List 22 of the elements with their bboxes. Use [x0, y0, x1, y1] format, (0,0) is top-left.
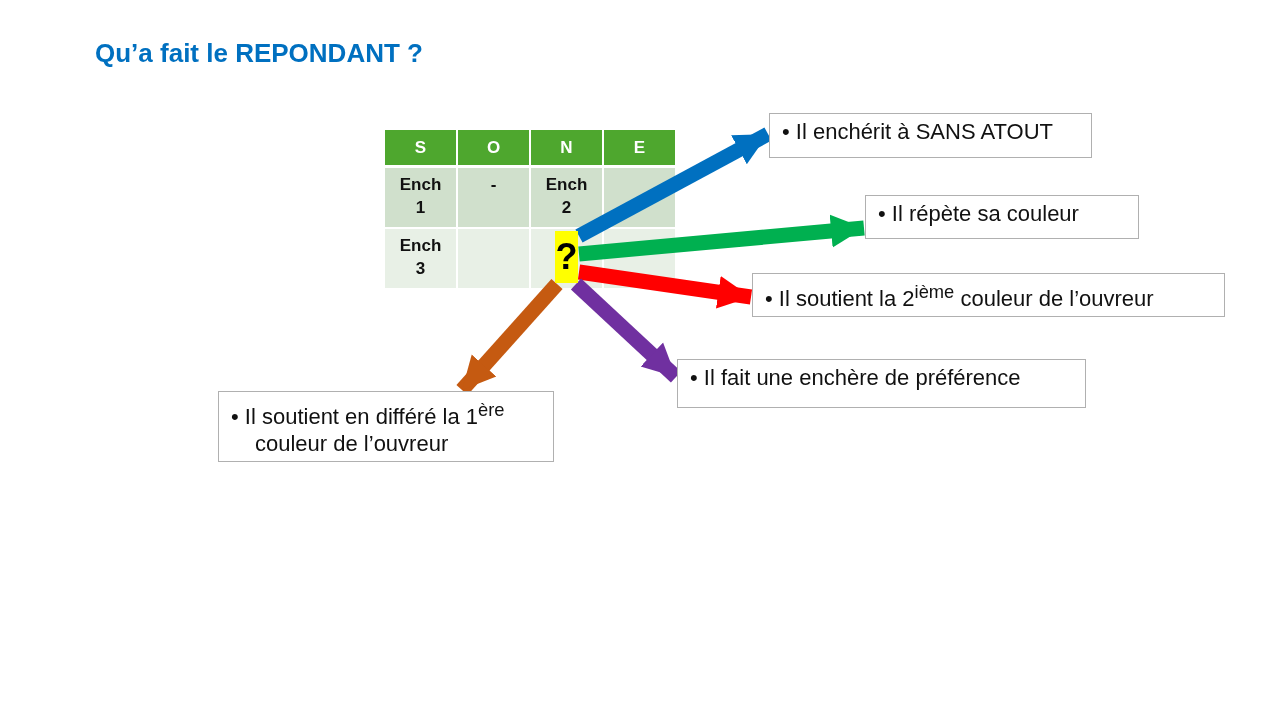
- table-cell: Ench 2: [531, 168, 602, 227]
- answer-box: [218, 391, 554, 463]
- column-header: S: [385, 130, 456, 165]
- slide-title: Qu’a fait le REPONDANT ?: [95, 38, 423, 69]
- bullet-text: • Il enchérit à SANS ATOUT: [782, 118, 1054, 145]
- arrow: [578, 214, 865, 262]
- bullet-text: • Il soutient en différé la 1$^{ère}$ couleur de l’ouvreur: [231, 398, 506, 458]
- column-header: N: [531, 130, 602, 165]
- answer-box: [752, 273, 1225, 318]
- arrow: [577, 264, 753, 309]
- answer-box: [865, 195, 1139, 239]
- answer-box: [677, 359, 1086, 408]
- table-cell: Ench 3: [385, 229, 456, 288]
- answer-box: [769, 113, 1092, 158]
- bullet-text: • Il soutient la 2$^{ième}$ couleur de l’ouvreur: [765, 280, 1155, 313]
- bullet-text: • Il répète sa couleur: [878, 200, 1080, 227]
- table-cell: Ench 1: [385, 168, 456, 227]
- column-header: E: [604, 130, 675, 165]
- table-cell: -: [458, 168, 529, 227]
- bullet-text: • Il fait une enchère de préférence: [690, 364, 1022, 391]
- question-mark: ?: [555, 231, 578, 283]
- column-header: O: [458, 130, 529, 165]
